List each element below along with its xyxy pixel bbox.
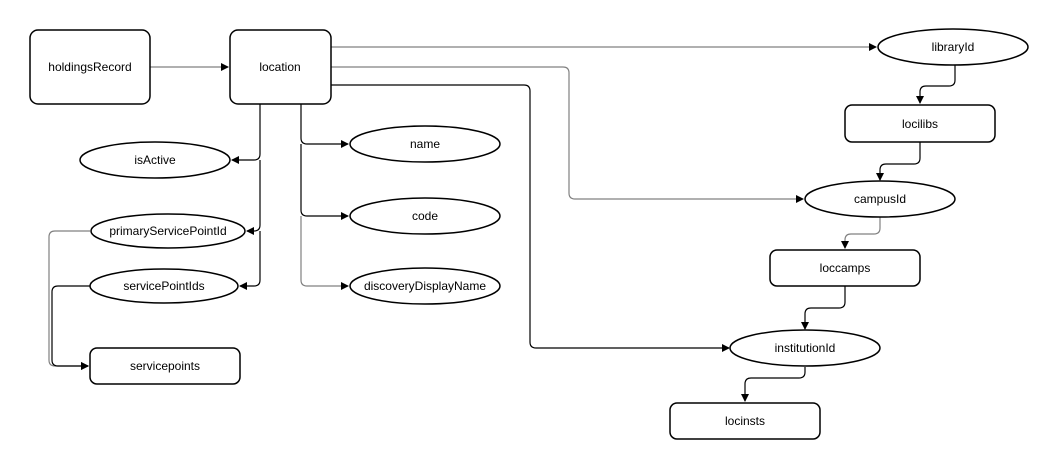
node-primaryservicepointid[interactable]: primaryServicePointId <box>90 213 246 249</box>
node-locinsts-shape <box>669 402 821 440</box>
node-locinsts-label: locinsts <box>725 414 765 428</box>
edge-location-discoverydisplayname <box>300 216 349 290</box>
edge-loccamps-institutionid <box>801 286 846 330</box>
node-locilibs-label: locilibs <box>902 117 938 131</box>
edge-servicepointids-servicepoints <box>51 285 90 370</box>
edge-campusid-loccamps <box>841 217 881 249</box>
node-code-label: code <box>412 209 438 223</box>
edges <box>48 43 956 402</box>
node-locinsts[interactable]: locinsts <box>669 402 821 440</box>
edge-location-isactive <box>231 104 261 164</box>
node-name-shape <box>349 125 501 163</box>
node-name-label: name <box>410 137 440 151</box>
node-discoverydisplayname-label: discoveryDisplayName <box>364 279 486 293</box>
node-institutionid-shape <box>729 329 881 367</box>
node-primaryservicepointid-shape <box>90 213 246 249</box>
node-location-shape <box>229 29 332 105</box>
node-loccamps-label: loccamps <box>820 261 871 275</box>
node-campusid-shape <box>804 180 956 218</box>
node-servicepointids-shape <box>89 268 239 304</box>
node-discoverydisplayname-shape <box>349 267 501 305</box>
node-servicepoints-label: servicepoints <box>130 359 200 373</box>
node-locilibs[interactable]: locilibs <box>844 104 996 143</box>
edge-location-campusid <box>331 66 804 203</box>
node-primaryservicepointid-label: primaryServicePointId <box>109 224 226 238</box>
node-locilibs-shape <box>844 104 996 143</box>
node-loccamps-shape <box>769 249 921 287</box>
node-institutionid[interactable]: institutionId <box>729 329 881 367</box>
edge-location-code <box>300 144 349 220</box>
node-name[interactable]: name <box>349 125 501 163</box>
edge-location-name <box>300 104 349 148</box>
node-libraryid-shape <box>877 28 1029 66</box>
node-campusid-label: campusId <box>854 192 906 206</box>
edge-primaryservicepointid-servicepoints <box>48 230 90 370</box>
edge-location-primaryservicepointid <box>246 160 261 235</box>
node-code-shape <box>349 197 501 235</box>
node-servicepointids-label: servicePointIds <box>123 279 204 293</box>
node-libraryid[interactable]: libraryId <box>877 28 1029 66</box>
node-location-label: location <box>259 60 300 74</box>
node-campusid[interactable]: campusId <box>804 180 956 218</box>
edge-locilibs-campusid <box>876 142 921 181</box>
node-isactive[interactable]: isActive <box>79 141 231 179</box>
node-servicepoints[interactable]: servicepoints <box>89 347 241 385</box>
node-institutionid-label: institutionId <box>775 341 836 355</box>
node-discoverydisplayname[interactable]: discoveryDisplayName <box>349 267 501 305</box>
node-code[interactable]: code <box>349 197 501 235</box>
edge-libraryid-locilibs <box>916 65 956 104</box>
node-libraryid-label: libraryId <box>932 40 975 54</box>
node-isactive-label: isActive <box>134 153 176 167</box>
node-holdingsrecord-label: holdingsRecord <box>48 60 131 74</box>
node-holdingsrecord[interactable]: holdingsRecord <box>29 29 151 105</box>
node-holdingsrecord-shape <box>29 29 151 105</box>
edge-location-institutionid <box>331 84 730 352</box>
node-loccamps[interactable]: loccamps <box>769 249 921 287</box>
edge-location-servicepointids <box>239 231 261 290</box>
node-servicepoints-shape <box>89 347 241 385</box>
node-isactive-shape <box>79 141 231 179</box>
edge-institutionid-locinsts <box>741 367 806 402</box>
node-servicepointids[interactable]: servicePointIds <box>89 268 239 304</box>
node-location[interactable]: location <box>229 29 332 105</box>
